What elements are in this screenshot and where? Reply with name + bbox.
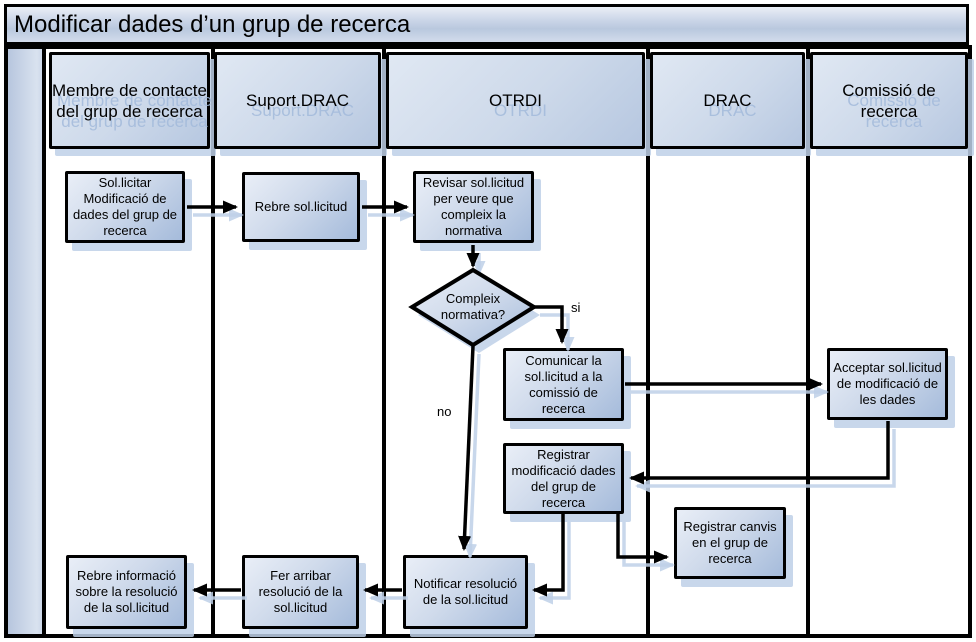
lane-header-ghost: Suport.DRAC xyxy=(251,101,354,120)
node-revisar-sollicitud: Revisar sol.licitud per veure que comple… xyxy=(413,171,534,243)
lane-header-ghost: Membre de contacte del grup de recerca xyxy=(57,90,212,131)
decision-label: Compleix normativa? xyxy=(440,291,506,322)
branch-label-no: no xyxy=(437,404,452,419)
lane-divider-1 xyxy=(211,45,215,638)
lane-header-label: OTRDI xyxy=(489,91,542,110)
lane-divider-3 xyxy=(646,45,650,638)
lane-header-label: Comissió de recerca xyxy=(842,80,936,121)
lane-header-ghost: OTRDI xyxy=(494,101,547,120)
node-fer-arribar-resolucio: Fer arribar resolució de la sol.licitud xyxy=(242,555,359,629)
lane-header-label: DRAC xyxy=(703,91,752,110)
branch-label-si: si xyxy=(571,300,581,315)
swimlane-left-band xyxy=(8,49,46,634)
diagram-title: Modificar dades d’un grup de recerca xyxy=(14,10,411,38)
lane-divider-2 xyxy=(382,45,386,638)
node-registrar-canvis: Registrar canvis en el grup de recerca xyxy=(674,507,786,579)
node-acceptar-sollicitud: Acceptar sol.licitud de modificació de l… xyxy=(827,348,948,420)
lane-header-label: Suport.DRAC xyxy=(246,91,349,110)
node-solicitar-modificacio: Sol.licitar Modificació de dades del gru… xyxy=(65,171,185,243)
node-rebre-informacio: Rebre informació sobre la resolució de l… xyxy=(66,555,187,629)
node-rebre-sollicitud: Rebre sol.licitud xyxy=(242,172,360,242)
lane-header-ghost: DRAC xyxy=(708,101,757,120)
lane-header-label: Membre de contacte del grup de recerca xyxy=(52,80,207,121)
lane-divider-4 xyxy=(806,45,810,638)
lane-header-ghost: Comissió de recerca xyxy=(847,90,941,131)
node-notificar-resolucio: Notificar resolució de la sol.licitud xyxy=(403,555,528,629)
node-registrar-modificacio: Registrar modificació dades del grup de … xyxy=(503,443,624,514)
diagram-title-bar: Modificar dades d’un grup de recerca xyxy=(4,4,969,45)
node-comunicar-comissio: Comunicar la sol.licitud a la comissió d… xyxy=(503,348,624,421)
